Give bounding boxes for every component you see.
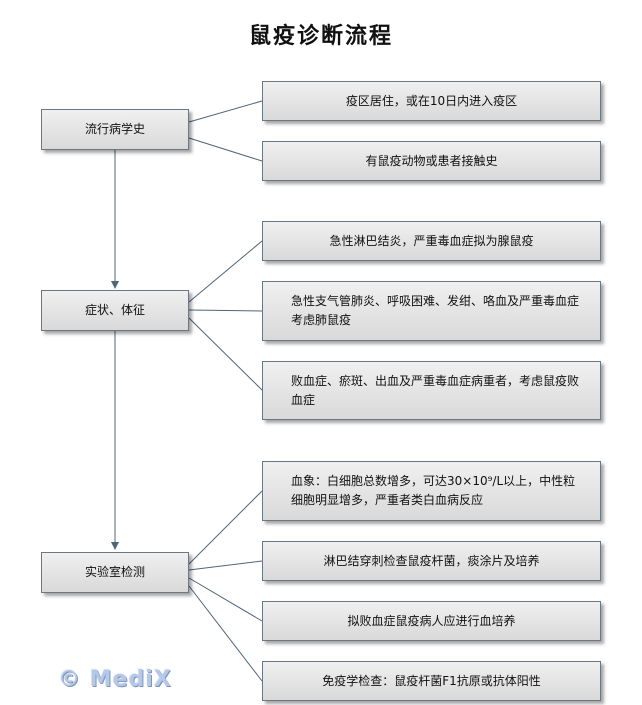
category-epidemiology-label: 流行病学史 xyxy=(84,122,145,136)
category-lab-label: 实验室检测 xyxy=(84,565,145,579)
symptom-item-1-text: 急性淋巴结炎，严重毒血症拟为腺鼠疫 xyxy=(329,233,534,248)
connector-lab-4 xyxy=(188,585,263,682)
lab-item-3-box: 拟败血症鼠疫病人应进行血培养 xyxy=(262,601,601,641)
symptom-item-2-text: 急性支气管肺炎、呼吸困难、发绀、咯血及严重毒血症考虑肺鼠疫 xyxy=(291,294,580,327)
category-symptoms-label: 症状、体征 xyxy=(84,303,145,317)
lab-item-1-text: 血象：白细胞总数增多，可达30×10⁹/L以上，中性粒细胞明显增多，严重者类白血… xyxy=(291,474,576,507)
category-lab-box: 实验室检测 xyxy=(41,552,189,593)
diagram-title: 鼠疫诊断流程 xyxy=(248,23,393,49)
symptom-item-2-box: 急性支气管肺炎、呼吸困难、发绀、咯血及严重毒血症考虑肺鼠疫 xyxy=(262,281,601,341)
connector-lab-2 xyxy=(188,560,263,571)
category-symptoms-box: 症状、体征 xyxy=(41,290,189,331)
connector-epi-1 xyxy=(188,100,263,123)
connector-sym-1 xyxy=(188,240,263,303)
connector-sym-3 xyxy=(188,317,263,391)
lab-item-2-box: 淋巴结穿刺检查鼠疫杆菌，痰涂片及培养 xyxy=(262,541,601,581)
lab-item-2-text: 淋巴结穿刺检查鼠疫杆菌，痰涂片及培养 xyxy=(323,553,540,568)
lab-item-1-box: 血象：白细胞总数增多，可达30×10⁹/L以上，中性粒细胞明显增多，严重者类白血… xyxy=(262,461,601,521)
connector-sym-2 xyxy=(188,309,263,312)
lab-item-3-text: 拟败血症鼠疫病人应进行血培养 xyxy=(347,613,516,628)
symptom-item-3-text: 败血症、瘀斑、出血及严重毒血症病重者，考虑鼠疫败血症 xyxy=(291,373,580,407)
epi-item-2-box: 有鼠疫动物或患者接触史 xyxy=(262,141,601,181)
epi-item-2-text: 有鼠疫动物或患者接触史 xyxy=(365,153,498,168)
lab-item-4-text: 免疫学检查：鼠疫杆菌F1抗原或抗体阳性 xyxy=(322,673,541,688)
epi-item-1-box: 疫区居住，或在10日内进入疫区 xyxy=(262,81,601,121)
connector-lab-3 xyxy=(188,577,263,622)
connector-lab-1 xyxy=(188,490,263,565)
category-epidemiology-box: 流行病学史 xyxy=(41,109,189,150)
symptom-item-3-box: 败血症、瘀斑、出血及严重毒血症病重者，考虑鼠疫败血症 xyxy=(262,361,601,420)
symptom-item-1-box: 急性淋巴结炎，严重毒血症拟为腺鼠疫 xyxy=(262,221,601,261)
medix-watermark: © MediX xyxy=(58,667,172,692)
connector-epi-2 xyxy=(188,137,263,162)
lab-item-4-box: 免疫学检查：鼠疫杆菌F1抗原或抗体阳性 xyxy=(262,661,601,701)
epi-item-1-text: 疫区居住，或在10日内进入疫区 xyxy=(345,93,518,108)
